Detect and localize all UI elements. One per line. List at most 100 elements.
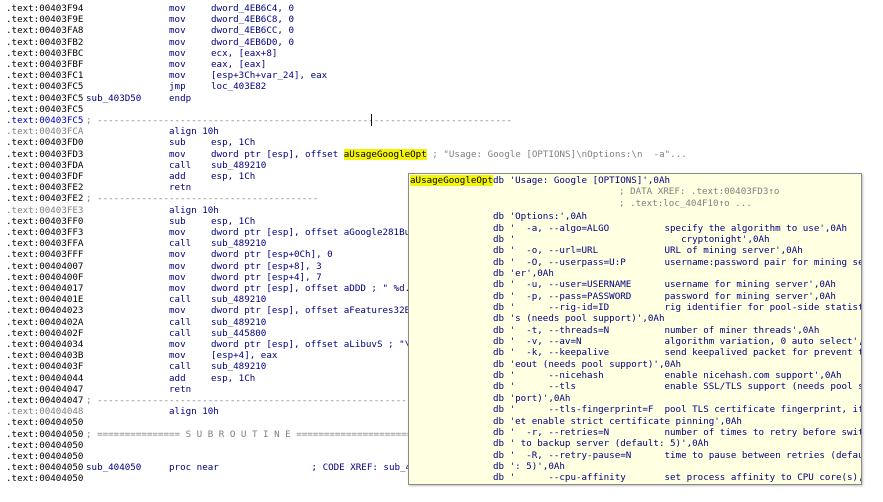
row-mnemonic[interactable]: mov: [169, 148, 186, 160]
row-address[interactable]: .text:00403FBC: [6, 47, 84, 59]
row-address[interactable]: .text:00403F9E: [6, 14, 84, 26]
row-address[interactable]: .text:00404034: [6, 339, 84, 350]
listing-row[interactable]: .text:00404017 mov dword ptr [esp], offset…: [0, 283, 883, 294]
row-address[interactable]: .text:00404007: [6, 260, 84, 272]
row-address[interactable]: .text:00404017: [6, 283, 84, 294]
row-address[interactable]: .text:00403F94: [6, 3, 84, 14]
row-address[interactable]: .text:00403FDA: [6, 159, 84, 171]
row-operand[interactable]: eax, [eax]: [211, 59, 267, 70]
listing-row[interactable]: .text:00404050: [0, 451, 883, 462]
row-mnemonic[interactable]: mov: [169, 3, 186, 14]
row-operand[interactable]: sub_445800: [211, 327, 267, 339]
row-mnemonic[interactable]: retn: [169, 383, 192, 395]
row-operand[interactable]: esp, 1Ch: [211, 372, 256, 384]
row-address[interactable]: .text:0040403B: [6, 350, 84, 362]
row-operand[interactable]: dword ptr [esp+4], 7: [211, 271, 322, 283]
row-address[interactable]: .text:00404048: [6, 406, 84, 418]
row-mnemonic[interactable]: jmp: [169, 81, 186, 93]
row-operand[interactable]: dword ptr [esp], offset aDDD ; " %d.%d: [211, 283, 422, 294]
row-mnemonic[interactable]: mov: [169, 227, 186, 238]
row-mnemonic[interactable]: mov: [169, 70, 186, 82]
listing-row[interactable]: .text:00403FE2 retn: [0, 182, 883, 193]
row-operand[interactable]: [esp+3Ch+var_24], eax: [211, 70, 328, 82]
row-operand[interactable]: ; CODE XREF: sub_404D1: [223, 462, 434, 474]
row-operand[interactable]: dword ptr [esp], offset aGoogle281Buil: [211, 227, 422, 238]
listing-row[interactable]: .text:00403FD3 mov dword ptr [esp], offset…: [0, 148, 883, 160]
row-operand[interactable]: dword ptr [esp+0Ch], 0: [211, 249, 333, 261]
row-address[interactable]: .text:00403FC5: [6, 92, 84, 104]
row-operand[interactable]: dword ptr [esp+8], 3: [211, 260, 322, 272]
row-address[interactable]: .text:00404050: [6, 451, 84, 462]
row-address[interactable]: .text:00403FD3: [6, 148, 84, 160]
row-mnemonic[interactable]: mov: [169, 305, 186, 317]
popup-xref-1[interactable]: ; DATA XREF: .text:00403FD3↑o: [619, 186, 780, 198]
popup-label[interactable]: aUsageGoogleOpt: [410, 175, 493, 187]
row-mnemonic[interactable]: mov: [169, 283, 186, 294]
listing-row[interactable]: .text:00404050; =============== S U B R …: [0, 429, 883, 440]
row-mnemonic[interactable]: mov: [169, 36, 186, 48]
row-address[interactable]: .text:00404023: [6, 305, 84, 317]
row-mnemonic[interactable]: align 10h: [169, 126, 219, 138]
row-address[interactable]: .text:00403FCA: [6, 126, 84, 138]
row-address[interactable]: .text:00403FE3: [6, 204, 84, 216]
row-operand[interactable]: sub_489210: [211, 294, 267, 306]
row-address[interactable]: .text:00403FBF: [6, 59, 84, 70]
row-operand[interactable]: dword ptr [esp], offset aFeatures32Bit: [211, 305, 422, 317]
listing-row[interactable]: .text:00404050: [0, 440, 883, 451]
row-address[interactable]: .text:00404050: [6, 417, 84, 429]
row-address[interactable]: .text:00404044: [6, 372, 84, 384]
row-operand[interactable]: sub_489210: [211, 361, 267, 373]
row-address[interactable]: .text:00403FC5: [6, 81, 84, 93]
row-mnemonic[interactable]: align 10h: [169, 204, 219, 216]
row-mnemonic[interactable]: mov: [169, 249, 186, 261]
listing-row[interactable]: .text:00404050: [0, 417, 883, 428]
row-mnemonic[interactable]: endp: [169, 92, 192, 104]
row-operand[interactable]: dword ptr [esp], offset aUsageGoogleOpt …: [211, 148, 687, 160]
row-mnemonic[interactable]: mov: [169, 350, 186, 362]
row-mnemonic[interactable]: call: [169, 238, 192, 250]
row-operand[interactable]: sub_489210: [211, 316, 267, 328]
row-operand[interactable]: ecx, [eax+8]: [211, 47, 278, 59]
row-mnemonic[interactable]: proc near: [169, 462, 219, 474]
row-mnemonic[interactable]: sub: [169, 215, 186, 227]
row-mnemonic[interactable]: mov: [169, 260, 186, 272]
row-address[interactable]: .text:00403FE2: [6, 193, 84, 205]
row-mnemonic[interactable]: retn: [169, 182, 192, 194]
row-address[interactable]: .text:00404050: [6, 428, 84, 440]
row-mnemonic[interactable]: mov: [169, 59, 186, 70]
row-address[interactable]: .text:00403FB2: [6, 36, 84, 48]
listing-row[interactable]: .text:00403FE3 align 10h: [0, 205, 883, 216]
row-operand[interactable]: dword_4EB6CC, 0: [211, 25, 294, 37]
row-mnemonic[interactable]: call: [169, 327, 192, 339]
listing-row[interactable]: .text:00404050: [0, 473, 883, 484]
row-address[interactable]: .text:00404050: [6, 439, 84, 451]
row-operand[interactable]: esp, 1Ch: [211, 171, 256, 182]
row-address[interactable]: .text:0040400F: [6, 271, 84, 283]
row-address[interactable]: .text:00404050: [6, 473, 84, 485]
row-address[interactable]: .text:0040402A: [6, 316, 84, 328]
row-address[interactable]: .text:00404050: [6, 462, 84, 474]
row-mnemonic[interactable]: mov: [169, 271, 186, 283]
row-address[interactable]: .text:00403FE2: [6, 182, 84, 194]
row-mnemonic[interactable]: mov: [169, 339, 186, 350]
row-mnemonic[interactable]: align 10h: [169, 406, 219, 418]
row-operand[interactable]: sub_489210: [211, 159, 267, 171]
row-label[interactable]: sub_403D50: [86, 92, 142, 104]
row-address[interactable]: .text:0040403F: [6, 361, 84, 373]
